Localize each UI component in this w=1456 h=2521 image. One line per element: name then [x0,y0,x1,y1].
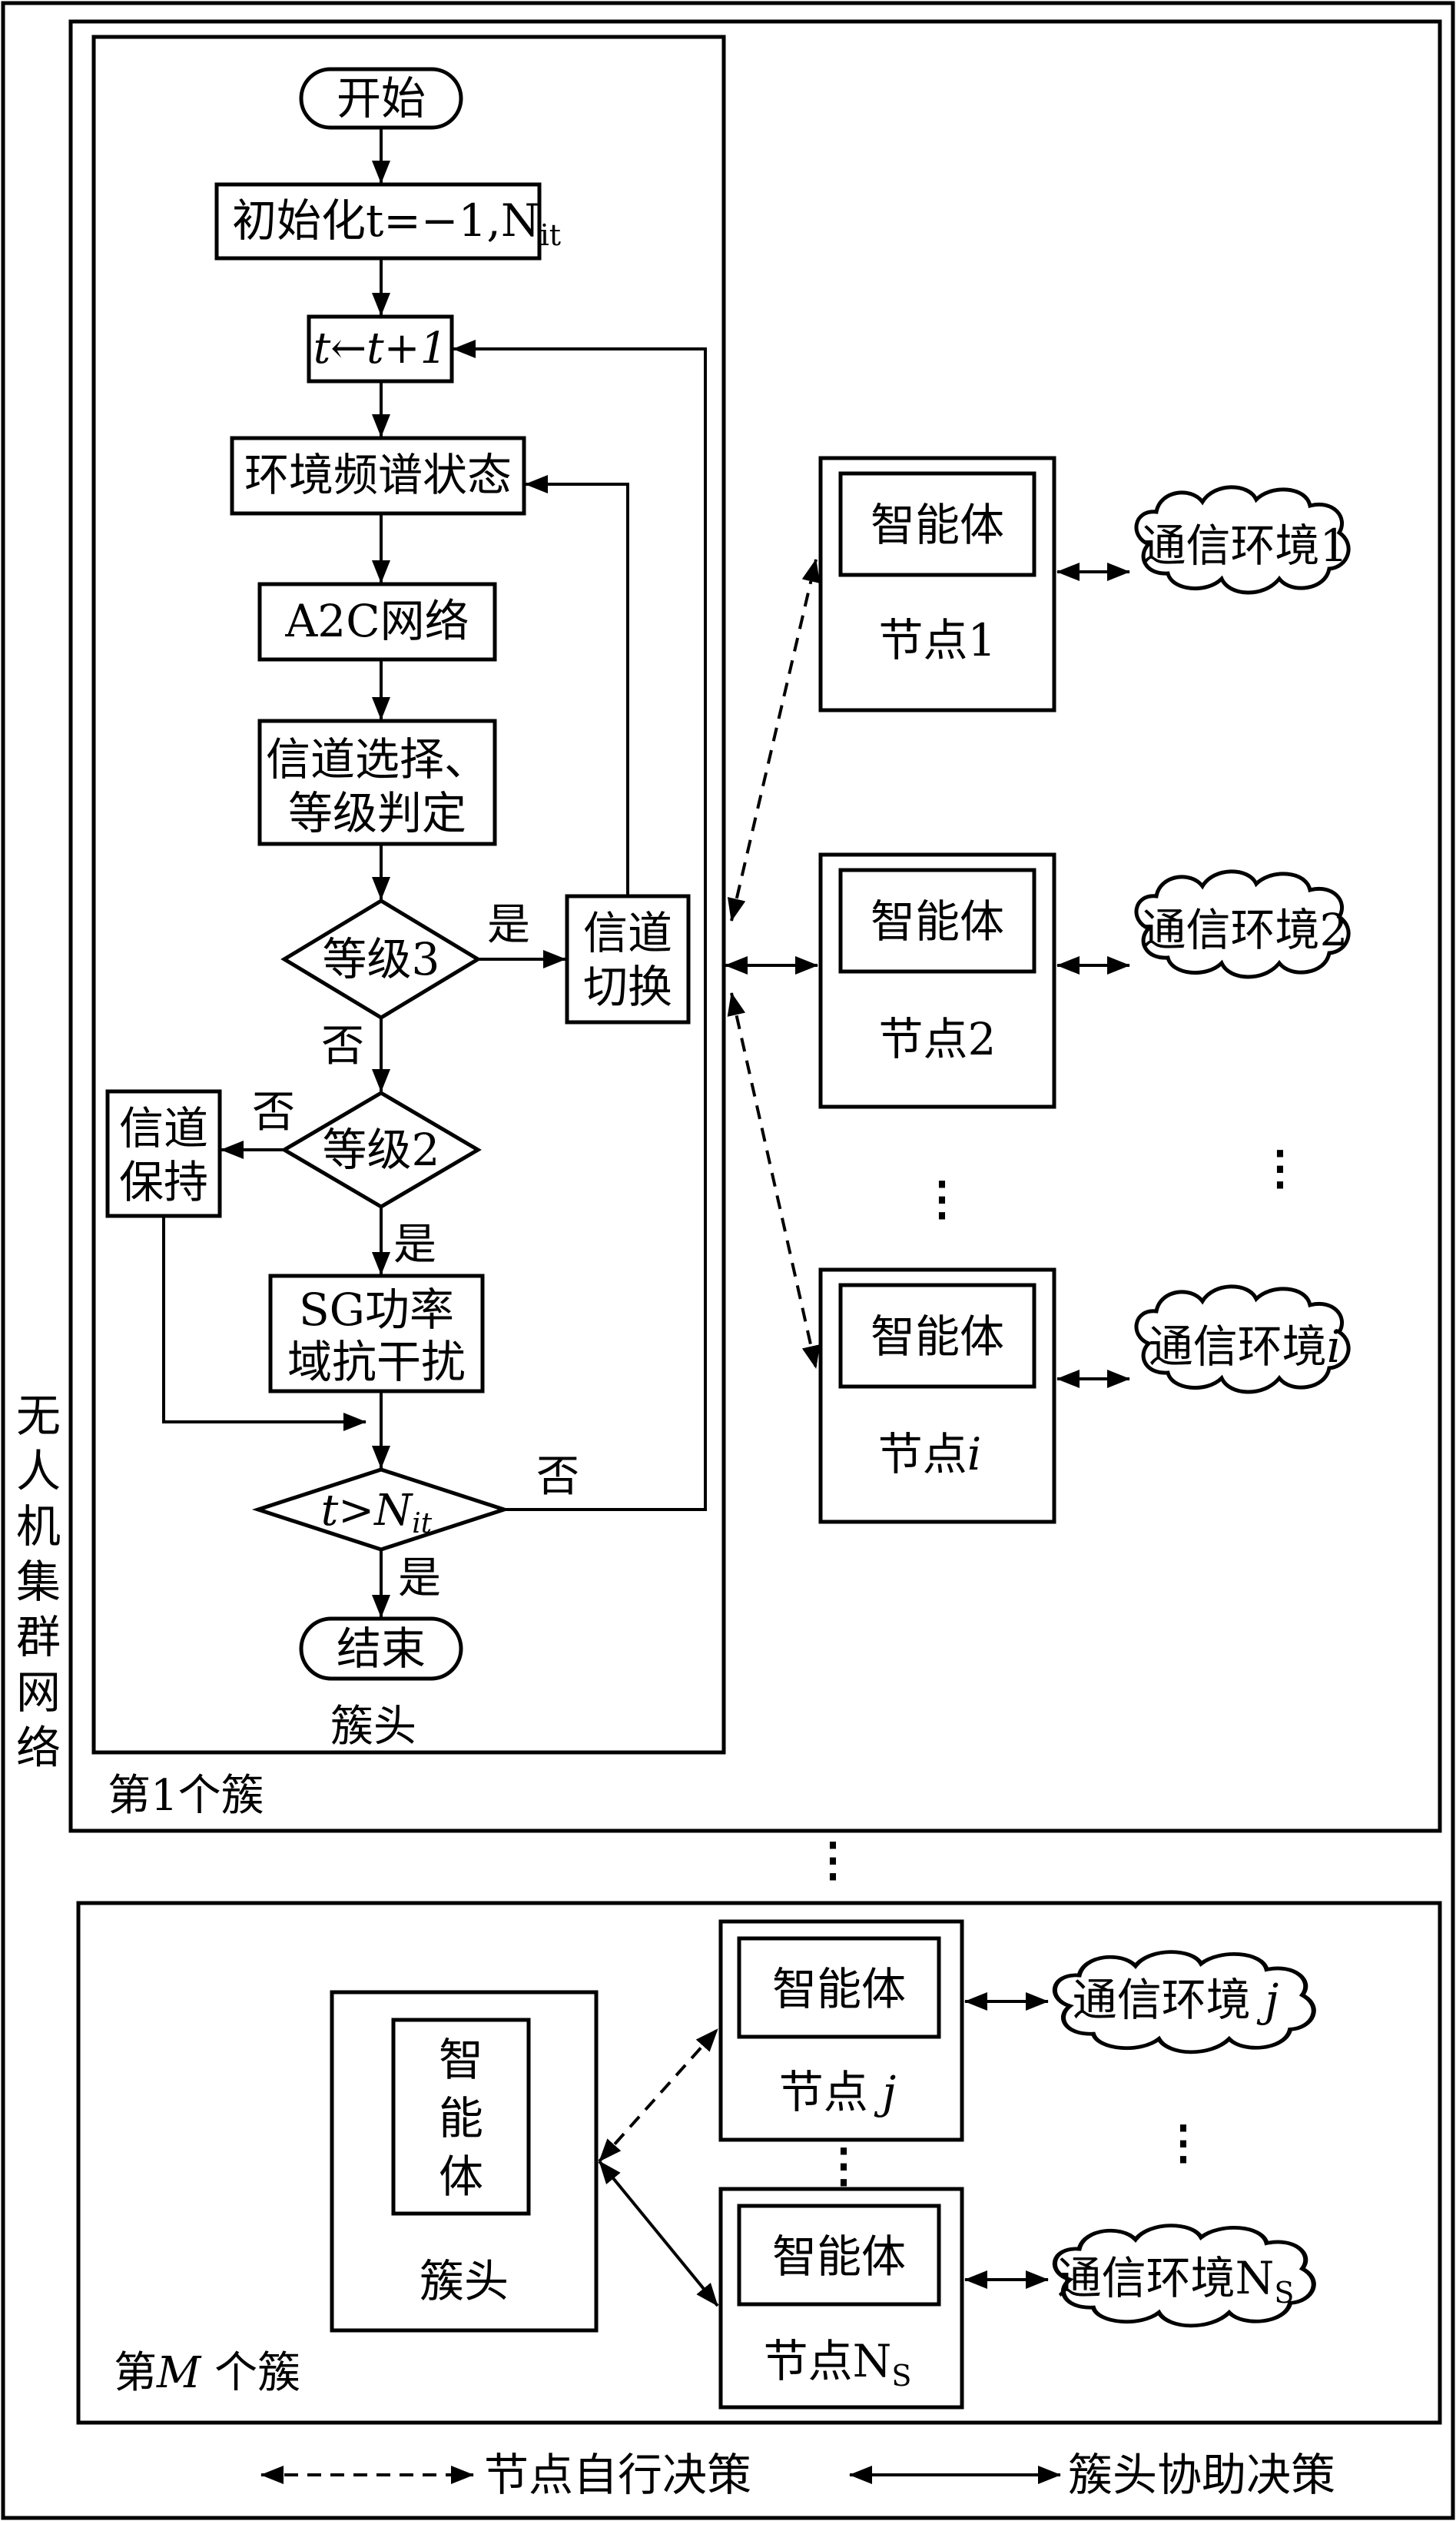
side-char-5: 网 [16,1666,61,1719]
switch-box [565,894,691,1025]
flowchart: 开始 初始化t=−1,Nit t←t+1 环境频谱状态 A2C网络 信道选择、 … [105,67,707,1681]
env-i-text: 通信环境i [1149,1320,1342,1373]
node-ellipsis: ⋮ [919,1172,965,1226]
cloud-env-ns [1052,2224,1316,2328]
env-j-text: 通信环境 j [1073,1974,1279,2026]
init-box [214,182,542,261]
node-1-agent-box [838,471,1036,577]
state-box [230,436,526,516]
arrow-switch-state [525,475,629,896]
env-ellipsis: ⋮ [1257,1141,1303,1195]
side-label: 无 人 机 集 群 网 络 [16,1390,61,1774]
side-char-6: 络 [16,1722,61,1774]
node-j-label: 节点 j [779,2066,896,2118]
switch-text-2: 切换 [583,961,672,1013]
cluster-m-head-agent-box [391,2018,531,2216]
env-2-text: 通信环境2 [1142,904,1348,956]
sg-text-1: SG功率 [299,1284,454,1336]
cloud-env-j [1052,1950,1316,2054]
cloud-env-2 [1134,869,1351,979]
select-text-2: 等级判定 [288,787,466,839]
side-char-2: 机 [16,1500,61,1553]
cloud-env-i [1134,1284,1351,1394]
arrow-check-loop [453,340,707,1511]
node-2-agent-box [838,868,1036,974]
cluster-1-nodes: 智能体 节点1 智能体 节点2 ⋮ 智能体 节点i [818,456,1056,1524]
update-text: t←t+1 [313,324,447,374]
cluster-m-head-label: 簇头 [420,2255,509,2307]
check-text: t>Nit [321,1486,433,1540]
link-headm-nodens [598,2160,719,2307]
keep-text-2: 保持 [119,1156,208,1208]
link-headm-nodej-dashed [598,2028,719,2163]
node-1-label: 节点1 [879,614,997,666]
head-m-agent-char-1: 能 [439,2092,483,2144]
legend-self-text: 节点自行决策 [484,2449,751,2501]
env-ns-text: 通信环境NS [1057,2252,1295,2310]
cluster-1-clouds: 通信环境1 通信环境2 ⋮ 通信环境i [1134,485,1351,1394]
legend: 节点自行决策 簇头协助决策 [260,2449,1335,2501]
node-i-agent-box [838,1283,1036,1389]
head-m-agent-char-2: 体 [439,2151,483,2203]
level2-text: 等级2 [323,1124,440,1176]
no-label-check: 否 [536,1452,579,1502]
start-text: 开始 [337,72,426,125]
cluster-m-label: 第M 个簇 [114,2348,300,2398]
cluster-m-frame [76,1901,1442,2425]
node-2-agent-text: 智能体 [871,895,1004,948]
node-1-agent-text: 智能体 [871,499,1004,551]
arrow-keep-merge [162,1216,366,1431]
node-ns-agent-box [737,2204,941,2307]
switch-text-1: 信道 [583,907,672,959]
link-head-nodei-dashed [727,992,821,1369]
side-char-0: 无 [16,1390,61,1442]
head-m-agent-char-0: 智 [439,2034,483,2086]
cluster-head-frame [91,35,726,1755]
keep-box [105,1089,222,1218]
cluster-1-connectors [725,559,1130,1388]
yes-label-level2: 是 [393,1220,436,1270]
state-text: 环境频谱状态 [244,449,512,501]
select-text-1: 信道选择、 [266,733,489,786]
side-char-4: 群 [16,1611,61,1663]
init-text: 初始化t=−1,Nit [232,194,561,252]
cloud-env-1 [1134,485,1351,595]
node-i-agent-text: 智能体 [871,1310,1004,1363]
node-j-agent-text: 智能体 [772,1963,906,2015]
node-ns-label: 节点NS [764,2335,912,2393]
node-i-label: 节点i [878,1428,982,1480]
yes-label-check: 是 [398,1553,441,1603]
end-text: 结束 [337,1623,426,1675]
env-1-text: 通信环境1 [1142,520,1348,572]
level3-text: 等级3 [323,933,440,985]
side-char-1: 人 [16,1445,61,1497]
link-head-node1-dashed [727,559,821,922]
sg-box [268,1274,485,1393]
env-m-ellipsis: ⋮ [1160,2116,1206,2170]
a2c-text: A2C网络 [284,595,469,647]
end-terminal [299,1616,463,1681]
node-j-agent-box [737,1936,941,2039]
cluster-1-frame [68,19,1442,1833]
yes-label-level3: 是 [487,900,530,950]
cluster-1-label: 第1个簇 [108,1771,264,1821]
legend-assist-text: 簇头协助决策 [1068,2449,1335,2501]
a2c-box [257,582,497,662]
side-char-3: 集 [16,1556,61,1608]
select-box [257,719,497,846]
sg-text-2: 域抗干扰 [287,1336,466,1388]
node-ns-agent-text: 智能体 [772,2230,906,2283]
node-m-ellipsis: ⋮ [821,2139,867,2193]
node-2-label: 节点2 [879,1013,997,1065]
cluster-ellipsis: ⋮ [810,1833,856,1887]
keep-text-1: 信道 [119,1102,208,1154]
no-label-level3: 否 [321,1021,364,1071]
no-label-level2: 否 [252,1088,295,1138]
cluster-head-label: 簇头 [330,1702,416,1752]
